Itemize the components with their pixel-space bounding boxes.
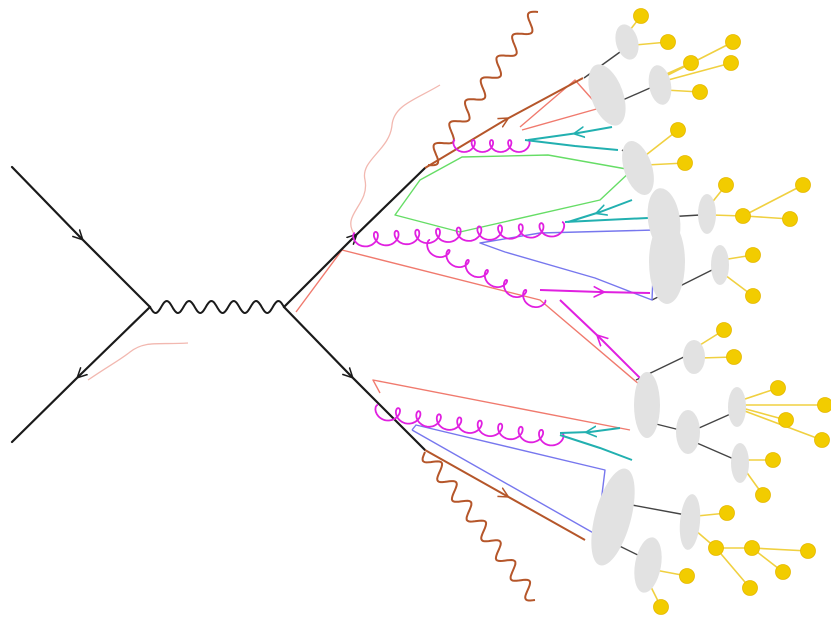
hadron: [755, 487, 771, 503]
faint-radiation-upper: [350, 84, 441, 236]
cluster: [728, 387, 746, 427]
exchanged-boson: [149, 299, 285, 315]
hadron: [653, 599, 669, 615]
cluster: [679, 494, 701, 550]
hadron: [719, 505, 735, 521]
cluster: [698, 194, 716, 234]
magenta-quark-mid: [539, 290, 651, 293]
hadron: [742, 580, 758, 596]
cluster: [711, 245, 729, 285]
string-blue-lower: [411, 424, 606, 536]
cluster: [683, 340, 705, 374]
string-blue-upper: [479, 229, 656, 301]
hadron: [814, 432, 830, 448]
hadron: [718, 177, 734, 193]
hadron: [782, 211, 798, 227]
outgoing-fermion-lower: [282, 305, 427, 452]
cluster: [648, 65, 672, 105]
hadron: [723, 55, 739, 71]
hadron: [817, 397, 831, 413]
brown-lines: [424, 77, 586, 541]
gluon-lower: [374, 404, 565, 447]
cluster: [731, 443, 749, 483]
hadron: [677, 155, 693, 171]
teal-quark-1b: [524, 139, 619, 151]
hadron: [725, 34, 741, 50]
hadron: [716, 322, 732, 338]
cluster: [649, 220, 685, 304]
teal-quark-3b: [559, 434, 633, 461]
cluster: [615, 24, 639, 60]
string-green: [394, 154, 633, 233]
hadron: [692, 84, 708, 100]
teal-quark-1: [527, 127, 613, 141]
hadron: [735, 208, 751, 224]
cluster: [588, 64, 626, 126]
cluster: [676, 410, 700, 454]
hadron: [745, 288, 761, 304]
hadron: [745, 247, 761, 263]
photon-upper: [427, 10, 539, 167]
brown-quark-upper: [424, 77, 584, 169]
gluon-middle: [352, 221, 566, 248]
hadron-link: [715, 547, 751, 589]
hadron: [683, 55, 699, 71]
hadron: [765, 452, 781, 468]
hadron: [775, 564, 791, 580]
hadron-link: [744, 184, 804, 216]
gluon-upper: [452, 139, 531, 153]
cluster: [634, 372, 660, 438]
incoming-fermion-lower: [10, 305, 152, 444]
hadron: [800, 543, 816, 559]
teal-quark-2b: [564, 217, 649, 223]
string-red-lower: [372, 379, 631, 431]
hadron: [778, 412, 794, 428]
hadron-link: [667, 41, 734, 76]
clusters: [588, 24, 749, 593]
hadron: [795, 177, 811, 193]
photon-lower: [421, 451, 536, 602]
magenta-antiquark: [559, 299, 641, 379]
string-red-top: [519, 79, 601, 131]
hadron-link: [667, 62, 732, 81]
gluon-branch: [426, 238, 547, 308]
cluster: [591, 468, 635, 566]
hadron: [670, 122, 686, 138]
hadron: [770, 380, 786, 396]
hadrons: [633, 8, 831, 615]
hadron: [708, 540, 724, 556]
hadron: [679, 568, 695, 584]
hadron: [633, 8, 649, 24]
teal-quark-2: [567, 199, 633, 223]
faint-radiation-group: [87, 84, 441, 381]
string-red-upper: [295, 249, 641, 386]
brown-quark-lower: [424, 449, 586, 541]
incoming-fermion-upper: [10, 165, 152, 309]
magenta-lines: [539, 290, 651, 379]
hadron-link: [751, 547, 809, 552]
outgoing-fermion-upper: [282, 166, 427, 309]
teal-quark-3: [559, 428, 621, 433]
cluster: [622, 141, 654, 195]
hadron: [726, 349, 742, 365]
hadron: [744, 540, 760, 556]
cluster: [634, 537, 662, 593]
hadron: [660, 34, 676, 50]
faint-radiation-incoming: [87, 342, 189, 381]
teal-lines: [524, 127, 649, 461]
